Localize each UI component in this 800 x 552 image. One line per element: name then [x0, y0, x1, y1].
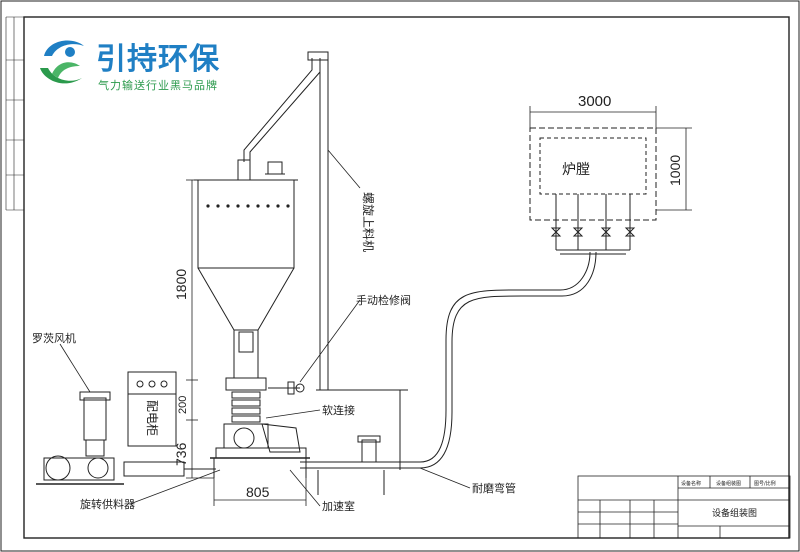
- flexible-joint-label: 软连接: [322, 403, 355, 417]
- dim-3000: 3000: [578, 93, 611, 110]
- manual-valve-label: 手动检修阀: [356, 293, 411, 307]
- brand-slogan: 气力输送行业黑马品牌: [98, 79, 218, 92]
- wear-elbow-label: 耐磨弯管: [472, 481, 516, 495]
- dimension-texts: 3000 1000 1800 200 736 805: [173, 93, 683, 500]
- title-block-cell-c: 图号/比例: [754, 480, 776, 487]
- logo-mark-icon: [38, 36, 90, 88]
- equipment-outline: [36, 51, 657, 495]
- rotary-feeder-label: 旋转供料器: [80, 497, 135, 511]
- drawing-title: 设备组装图: [712, 507, 757, 519]
- screw-conveyor-label: 螺旋上料机: [361, 192, 375, 252]
- title-block-texts: 设备名称 设备组装图 图号/比例 设备组装图: [681, 480, 776, 519]
- bin-level-dots: [206, 204, 290, 208]
- text-labels: 螺旋上料机 手动检修阀 罗茨风机 配电柜 软连接 旋转供料器 加速室 耐磨弯管 …: [32, 162, 590, 513]
- title-block: [577, 475, 791, 539]
- title-block-cell-a: 设备名称: [681, 480, 701, 487]
- dim-805: 805: [246, 484, 270, 500]
- furnace-label: 炉膛: [562, 162, 590, 178]
- dim-736: 736: [173, 442, 189, 466]
- roots-blower-label: 罗茨风机: [32, 331, 76, 345]
- dimension-lines: [186, 106, 692, 506]
- accelerator-chamber-label: 加速室: [322, 499, 355, 513]
- title-block-cell-b: 设备组装图: [716, 480, 741, 487]
- dim-1800: 1800: [173, 269, 189, 300]
- dim-1000: 1000: [667, 155, 683, 186]
- brand-name: 引持环保: [96, 42, 220, 77]
- dim-200: 200: [177, 396, 189, 414]
- control-cabinet-label: 配电柜: [145, 400, 159, 436]
- leader-lines: [59, 149, 471, 507]
